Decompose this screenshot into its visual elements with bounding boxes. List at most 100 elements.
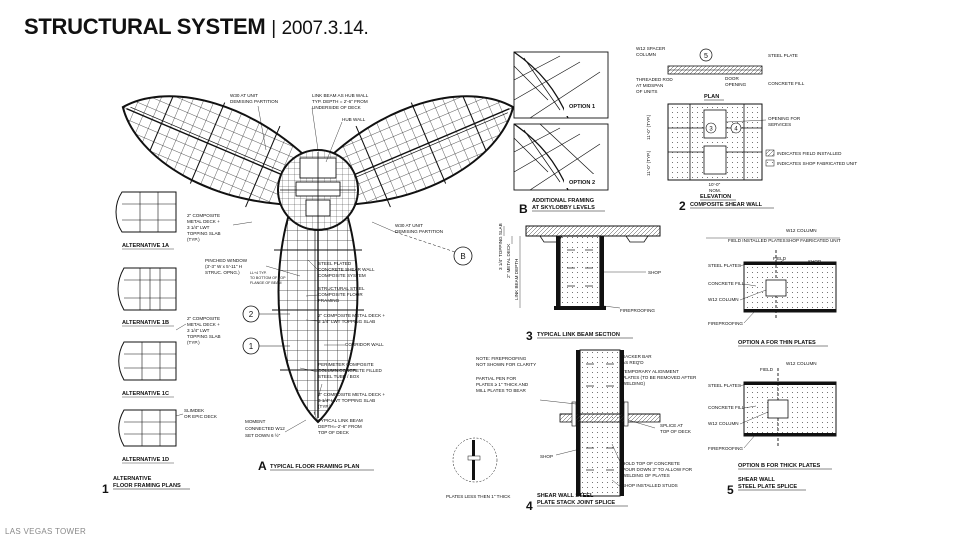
plan-label-corridor-wall: CORRIDOR WALL [345, 342, 384, 347]
plan-label-perimeter: PERIMETER COMPOSITE COLUMN:CONCRETE FILL… [318, 362, 383, 379]
shear-label-plan: PLAN [704, 94, 719, 100]
splice5-option-b: OPTION B FOR THICK PLATES [738, 463, 821, 469]
shear-label-threaded: THREADED ROD AT MIDSPAN OF UNITS [636, 77, 674, 94]
footer-project-name: LAS VEGAS TOWER [5, 527, 87, 536]
splice5-label-concrete-b: CONCRETE FILL [708, 405, 745, 410]
plan-label-ll4: LL+4 TYP. TO BOTTOM OF TOP FLANGE OF BEA… [250, 271, 286, 285]
plan-label-3in-deck: 3" COMPOSITE METAL DECK + 3 1/4" LWT TOP… [318, 392, 386, 409]
plan-grid-1: 1 [249, 342, 254, 351]
splice5-label-field-installed: FIELD INSTALLED PLATES [728, 238, 786, 243]
title-separator: | [271, 18, 276, 39]
skylobby-option-1: OPTION 1 [569, 104, 595, 110]
splice5-label-field-b: FIELD [760, 367, 774, 372]
shear-dim-bottom: 11'-0" (TYP.) [646, 150, 651, 176]
plan-grid-b: B [460, 252, 465, 261]
alt-1a-label: ALTERNATIVE 1A [122, 243, 169, 249]
alt-1d-label: ALTERNATIVE 1D [122, 457, 169, 463]
link-caption-number: 3 [526, 329, 533, 343]
splice5-label-w12col-b: W12 COLUMN [708, 421, 739, 426]
splice-label-partial: PARTIAL PEN FOR PLATES ≥ 1" THICK AND MI… [476, 376, 530, 393]
skylobby-caption: ADDITIONAL FRAMING AT SKYLOBBY LEVELS [532, 198, 596, 211]
link-caption: TYPICAL LINK BEAM SECTION [537, 332, 620, 338]
splice5-label-fireproof-a: FIREPROOFING [708, 321, 743, 326]
splice5-option-a: OPTION A FOR THIN PLATES [738, 340, 816, 346]
splice-caption-number: 4 [526, 499, 533, 513]
splice5-label-concrete-a: CONCRETE FILL [708, 281, 745, 286]
splice-label-studs: SHOP INSTALLED STUDS [622, 483, 678, 488]
link-dim-topping: 3 1/4" TOPPING SLAB [498, 223, 503, 270]
shear-dim-nom: 10'-0" NOM. [709, 182, 722, 193]
alt-label-slimdek: SLIMDEK OR EPIC DECK [184, 408, 218, 419]
detail-5-plate-splice: FIELD INSTALLED PLATES SHOP FABRICATED U… [706, 228, 841, 497]
detail-b-skylobby: OPTION 1 OPTION 2 B ADDITIONAL FRAMING A… [513, 51, 609, 216]
shear-legend-field: INDICATES FIELD INSTALLED [777, 151, 842, 156]
skylobby-caption-letter: B [519, 202, 528, 216]
shear-label-spacer: W12 SPACER COLUMN [636, 46, 667, 57]
splice5-label-w12col-a: W12 COLUMN [708, 297, 739, 302]
title-main: STRUCTURAL SYSTEM [24, 14, 266, 39]
skylobby-option-2: OPTION 2 [569, 180, 595, 186]
plan-label-typical-link: TYPICAL LINK BEAM DEPTH=-2'-6" FROM TOP … [318, 418, 364, 435]
shear-label-steel-plate: STEEL PLATE [768, 53, 798, 58]
splice-label-plates-less: PLATES LESS THEN 1" THICK [446, 494, 511, 499]
shear-caption: COMPOSITE SHEAR WALL [690, 202, 763, 208]
plan-label-w30-right: W30 AT UNIT DEMISING PARTITION [395, 223, 443, 234]
splice5-label-w12-a: W12 COLUMN [786, 228, 817, 233]
plan-label-hub-wall: HUB WALL [342, 117, 366, 122]
shear-label-elevation: ELEVATION [700, 194, 731, 200]
splice5-label-steel-plates-a: STEEL PLATES [708, 263, 741, 268]
splice5-label-field-a: FIELD [773, 256, 787, 261]
shear-label-concrete-fill: CONCRETE FILL [768, 81, 805, 86]
shear-legend-shop: INDICATES SHOP FABRICATED UNIT [777, 161, 857, 166]
link-dim-depth: LINK BEAM DEPTH [514, 259, 519, 300]
splice-label-hold: HOLD TOP OF CONCRETE POUR DOWN 3" TO ALL… [622, 461, 693, 478]
plan-label-link-beam: LINK BEAM AS HUB WALL TYP. DEPTH = 2'-6"… [312, 93, 369, 110]
splice5-label-w12-b: W12 COLUMN [786, 361, 817, 366]
splice5-label-shop-a: SHOP [808, 259, 821, 264]
shear-marker-4: 4 [734, 127, 738, 133]
plan-caption: TYPICAL FLOOR FRAMING PLAN [270, 464, 359, 470]
alt-1b-label: ALTERNATIVE 1B [122, 320, 169, 326]
detail-4-stack-joint-splice: NOTE: FIREPROOFING NOT SHOWN FOR CLARITY… [446, 349, 698, 513]
plan-label-steel-plated: STEEL PLATED CONCRETE SHEAR WALL COMPOSI… [318, 261, 376, 278]
floor-framing-plan: 2 1 B [121, 93, 515, 473]
alt-caption-number: 1 [102, 482, 109, 496]
splice-label-shop: SHOP [540, 454, 553, 459]
shear-label-opening: OPENING FOR SERVICES [768, 116, 801, 127]
splice5-label-fireproof-b: FIREPROOFING [708, 446, 743, 451]
splice-label-backer: BACKER BAR AS REQ'D [622, 354, 653, 365]
splice5-label-steel-plates-b: STEEL PLATES [708, 383, 741, 388]
splice5-caption: SHEAR WALL STEEL PLATE SPLICE [738, 477, 797, 490]
alt-caption: ALTERNATIVE FLOOR FRAMING PLANS [113, 476, 181, 489]
splice5-label-shop-fab: SHOP FABRICATED UNIT [786, 238, 841, 243]
shear-dim-top: 11'-0" (TYP.) [646, 114, 651, 140]
splice-caption: SHEAR WALL STEEL PLATE STACK JOINT SPLIC… [537, 493, 615, 506]
alt-1c-label: ALTERNATIVE 1C [122, 391, 169, 397]
link-label-fireproofing: FIREPROOFING [620, 308, 655, 313]
plan-label-moment: MOMENT CONNECTED W12 SET DOWN 6 ½" [245, 419, 286, 438]
plan-label-pinched-window: PINCHED WINDOW (3'-3" W x 5'-11" H STRUC… [205, 258, 248, 275]
splice5-caption-number: 5 [727, 483, 734, 497]
slide-title: STRUCTURAL SYSTEM | 2007.3.14. [24, 14, 369, 40]
detail-3-link-beam-section: 3 1/4" TOPPING SLAB 2" METAL DECK LINK B… [498, 223, 661, 343]
plan-label-w30-top: W30 AT UNIT DEMISING PARTITION [230, 93, 278, 104]
splice-label-splice: SPLICE AT TOP OF DECK [660, 423, 692, 434]
shear-caption-number: 2 [679, 199, 686, 213]
alternative-framing-plans: ALTERNATIVE 1A ALTERNATIVE 1B ALTERNATIV… [102, 191, 222, 496]
plan-label-composite-metal: 2" COMPOSITE METAL DECK + 3 1/4" LWT TOP… [318, 313, 386, 324]
shear-label-door: DOOR OPENING [725, 76, 747, 87]
link-dim-deck: 2" METAL DECK [506, 243, 511, 278]
link-label-shop: SHOP [648, 270, 661, 275]
alt-label-deck-1b: 2" COMPOSITE METAL DECK + 3 1/4" LWT TOP… [187, 316, 222, 345]
plan-label-structural-steel: STRUCTURAL STEEL COMPOSITE FLOOR FRAMING [318, 286, 366, 303]
title-date: 2007.3.14. [281, 18, 369, 39]
plan-label-composite-deck: 2" COMPOSITE METAL DECK + 3 1/4" LWT TOP… [187, 213, 222, 242]
splice-label-note: NOTE: FIREPROOFING NOT SHOWN FOR CLARITY [476, 356, 536, 367]
plan-caption-letter: A [258, 459, 267, 473]
splice-label-temporary: TEMPORARY ALIGNMENT PLATES (TO BE REMOVE… [622, 369, 698, 386]
shear-marker-3: 3 [709, 127, 713, 133]
plan-grid-2: 2 [249, 310, 254, 319]
detail-2-composite-shear-wall: 5 W12 SPACER COLUMN STEEL PLATE THREADED… [636, 46, 857, 213]
